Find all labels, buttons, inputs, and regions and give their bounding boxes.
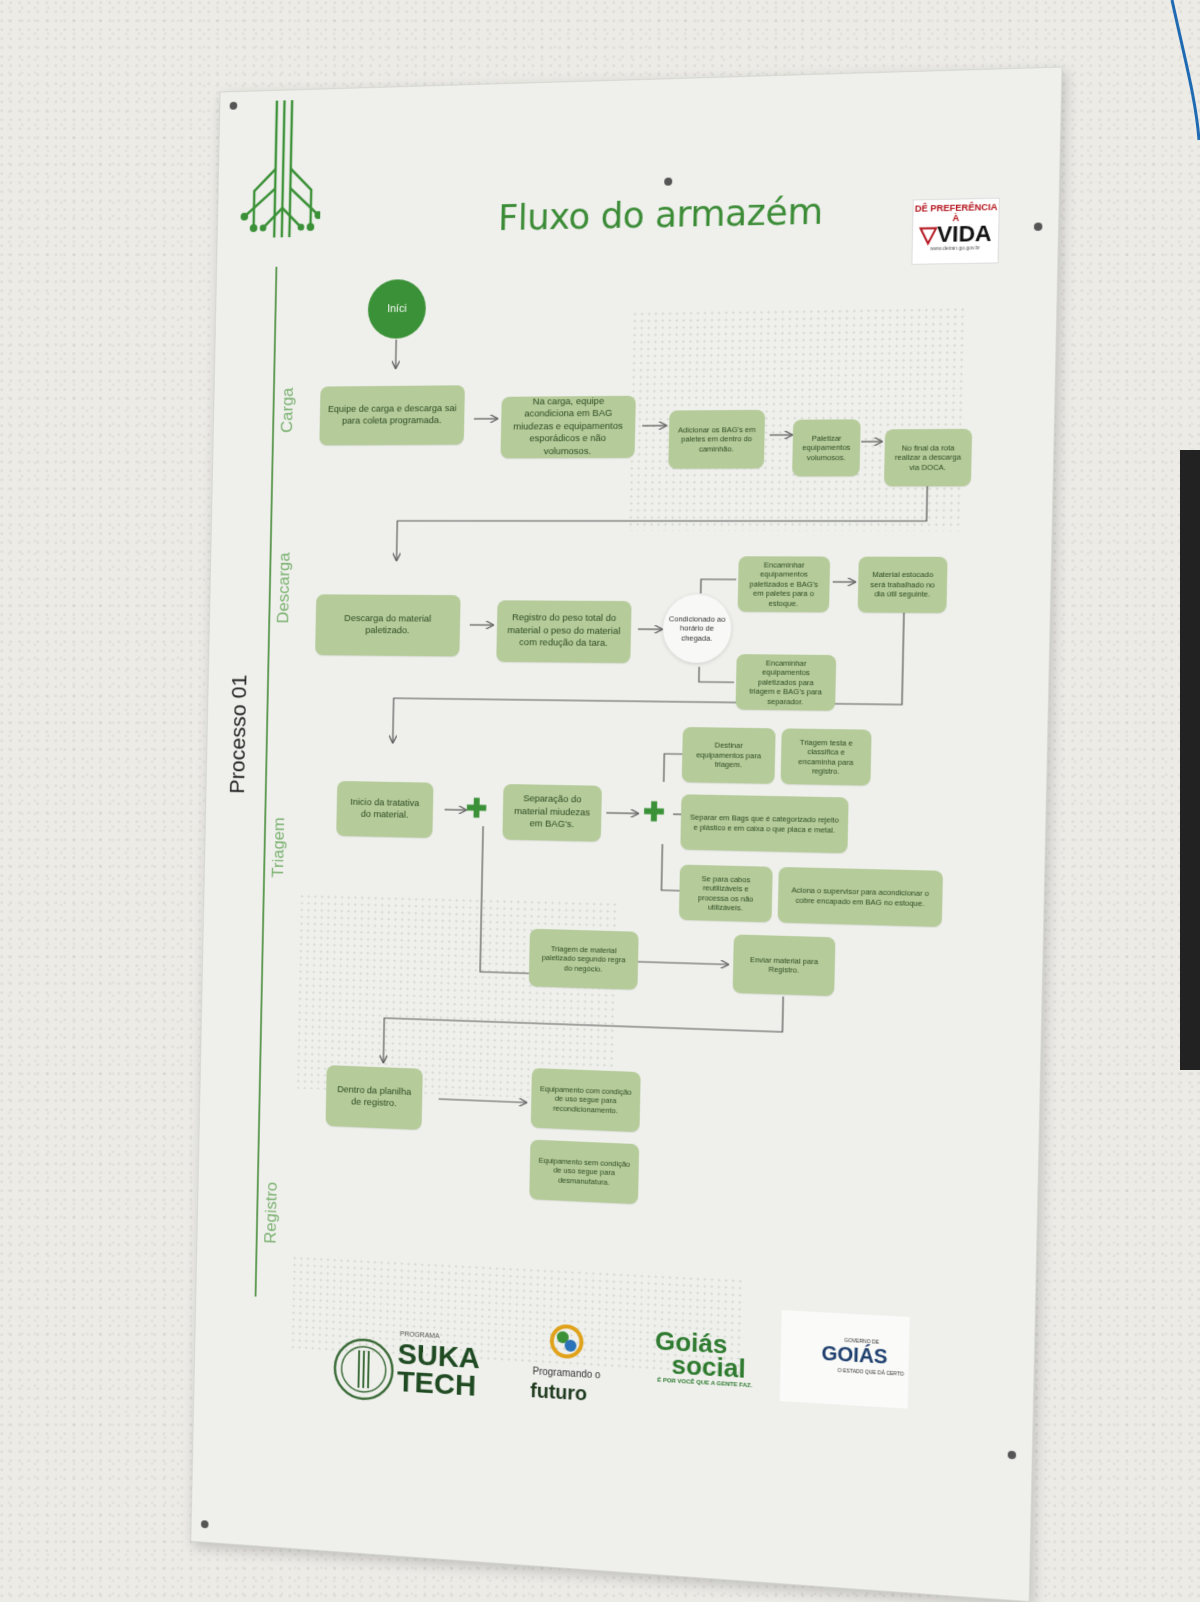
wall-cable bbox=[0, 0, 1200, 1600]
